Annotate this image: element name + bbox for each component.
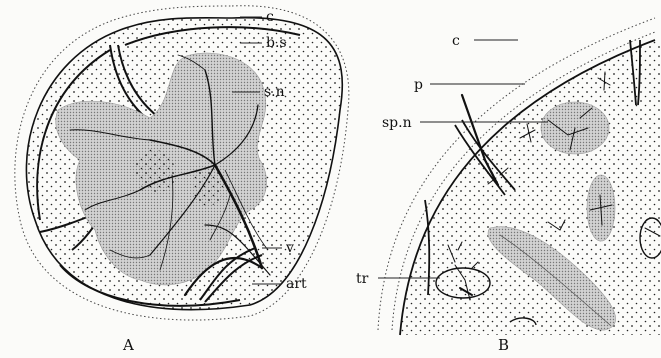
label-b-splenic-nodule: sp.n <box>382 115 412 131</box>
label-b-trabecula: tr <box>356 271 369 287</box>
label-a-artery: art <box>286 276 307 292</box>
caption-b: B <box>498 336 509 354</box>
label-b-pulp: p <box>414 77 423 93</box>
figure-b: c p sp.n tr B <box>356 18 661 354</box>
figure-a: c b.s s.n v art A <box>15 6 349 354</box>
label-b-capsule: c <box>452 33 460 49</box>
caption-a: A <box>122 336 134 354</box>
label-a-capsule: c <box>266 9 274 25</box>
label-a-sinus-nodule: s.n <box>264 84 285 100</box>
label-a-blood-sinus: b.s <box>266 35 287 51</box>
label-a-vein: v <box>285 240 294 256</box>
